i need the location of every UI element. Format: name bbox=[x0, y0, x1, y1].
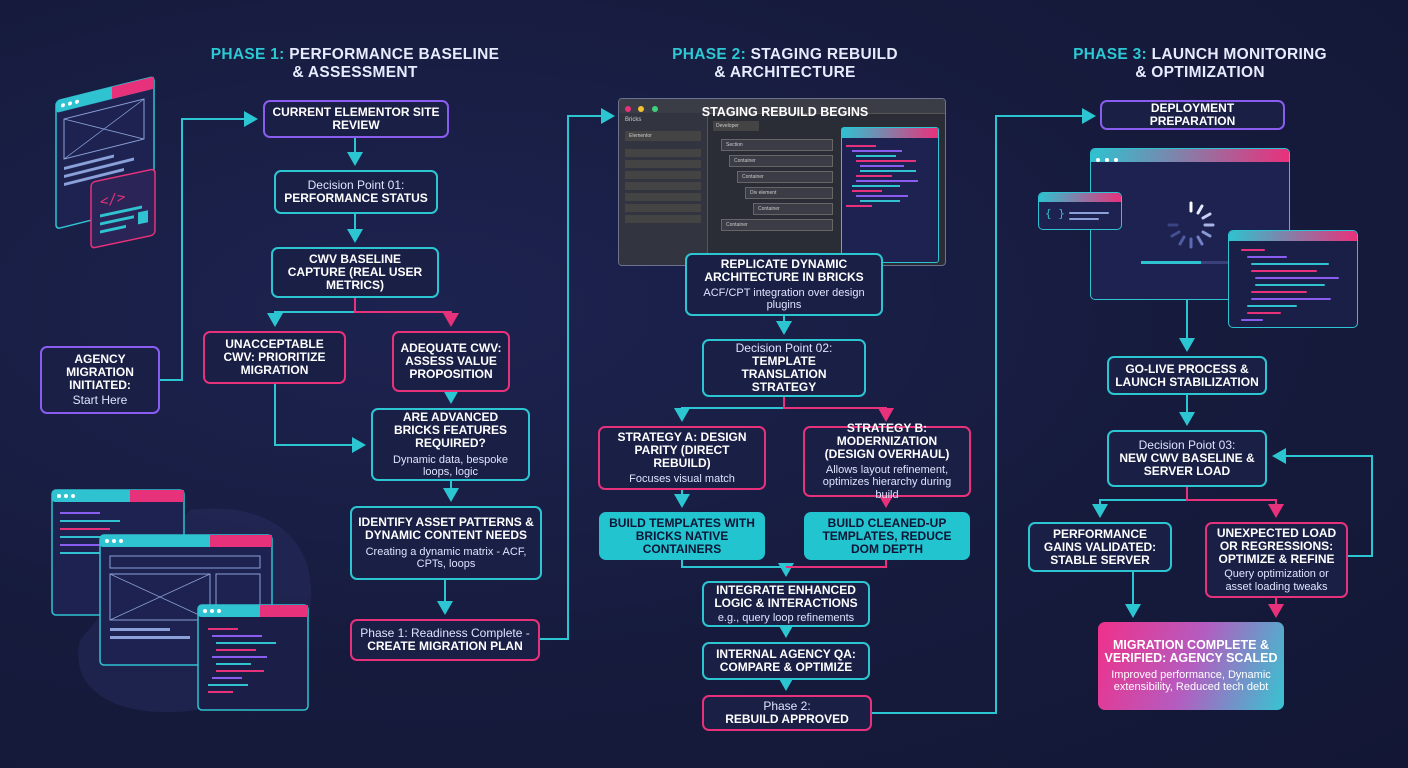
node-build-native-containers: BUILD TEMPLATES WITH BRICKS NATIVE CONTA… bbox=[599, 512, 765, 560]
node-advanced-bricks-features: ARE ADVANCED BRICKS FEATURES REQUIRED? D… bbox=[371, 408, 530, 481]
browser-stack-icon bbox=[40, 480, 330, 720]
builder-tree-item: Section bbox=[721, 139, 833, 151]
node-staging-rebuild-begins: STAGING REBUILD BEGINS bbox=[701, 105, 869, 119]
code-editor-icon bbox=[1228, 230, 1358, 328]
node-unexpected-load: UNEXPECTED LOAD OR REGRESSIONS: OPTIMIZE… bbox=[1205, 522, 1348, 598]
node-internal-qa: INTERNAL AGENCY QA: COMPARE & OPTIMIZE bbox=[702, 642, 870, 680]
node-unacceptable-cwv: UNACCEPTABLE CWV: PRIORITIZE MIGRATION bbox=[203, 331, 346, 384]
node-performance-gains: PERFORMANCE GAINS VALIDATED: STABLE SERV… bbox=[1028, 522, 1172, 572]
node-deployment-preparation: DEPLOYMENT PREPARATION bbox=[1100, 100, 1285, 130]
builder-tree-item: Container bbox=[721, 219, 833, 231]
builder-tree-item: Container bbox=[753, 203, 833, 215]
svg-text:</>: </> bbox=[100, 189, 125, 210]
builder-mockup: Bricks Elementor Developer Section Conta… bbox=[618, 98, 946, 266]
builder-tree-item: Container bbox=[737, 171, 833, 183]
node-go-live-process: GO-LIVE PROCESS & LAUNCH STABILIZATION bbox=[1107, 356, 1267, 395]
code-snippet-icon: { } bbox=[1038, 192, 1122, 230]
builder-tree-item: Container bbox=[729, 155, 833, 167]
node-current-site-review: CURRENT ELEMENTOR SITE REVIEW bbox=[263, 100, 449, 138]
node-integrate-logic: INTEGRATE ENHANCED LOGIC & INTERACTIONS … bbox=[702, 581, 870, 627]
node-rebuild-approved: Phase 2: REBUILD APPROVED bbox=[702, 695, 872, 731]
builder-canvas-tab: Developer bbox=[713, 121, 759, 131]
node-strategy-a: STRATEGY A: DESIGN PARITY (DIRECT REBUIL… bbox=[598, 426, 766, 490]
node-cwv-baseline-capture: CWV BASELINE CAPTURE (REAL USER METRICS) bbox=[271, 247, 439, 298]
node-strategy-b: STRATEGY B: MODERNIZATION (DESIGN OVERHA… bbox=[803, 421, 971, 501]
builder-tree-item: Div element bbox=[745, 187, 833, 199]
node-migration-start[interactable]: AGENCY MIGRATION INITIATED: Start Here bbox=[40, 346, 160, 414]
node-migration-complete: MIGRATION COMPLETE & VERIFIED: AGENCY SC… bbox=[1098, 622, 1284, 710]
node-decision-point-02: Decision Point 02: TEMPLATE TRANSLATION … bbox=[702, 339, 866, 397]
node-build-cleaned-templates: BUILD CLEANED-UP TEMPLATES, REDUCE DOM D… bbox=[804, 512, 970, 560]
phase-1-title: PHASE 1: PERFORMANCE BASELINE& ASSESSMEN… bbox=[210, 46, 500, 81]
phase-3-title: PHASE 3: LAUNCH MONITORING& OPTIMIZATION bbox=[1073, 46, 1327, 81]
node-adequate-cwv: ADEQUATE CWV: ASSESS VALUE PROPOSITION bbox=[392, 331, 510, 392]
node-readiness-complete: Phase 1: Readiness Complete - CREATE MIG… bbox=[350, 619, 540, 661]
builder-tab: Elementor bbox=[625, 131, 701, 141]
node-identify-asset-patterns: IDENTIFY ASSET PATTERNS & DYNAMIC CONTEN… bbox=[350, 506, 542, 580]
node-decision-point-01: Decision Point 01: PERFORMANCE STATUS bbox=[274, 170, 438, 214]
node-replicate-architecture: REPLICATE DYNAMIC ARCHITECTURE IN BRICKS… bbox=[685, 253, 883, 316]
builder-panel-title: Bricks bbox=[625, 117, 642, 123]
phase-2-title: PHASE 2: STAGING REBUILD& ARCHITECTURE bbox=[672, 46, 898, 81]
node-decision-point-03: Decision Poiot 03: NEW CWV BASELINE & SE… bbox=[1107, 430, 1267, 487]
code-window-icon: </> bbox=[88, 165, 160, 260]
